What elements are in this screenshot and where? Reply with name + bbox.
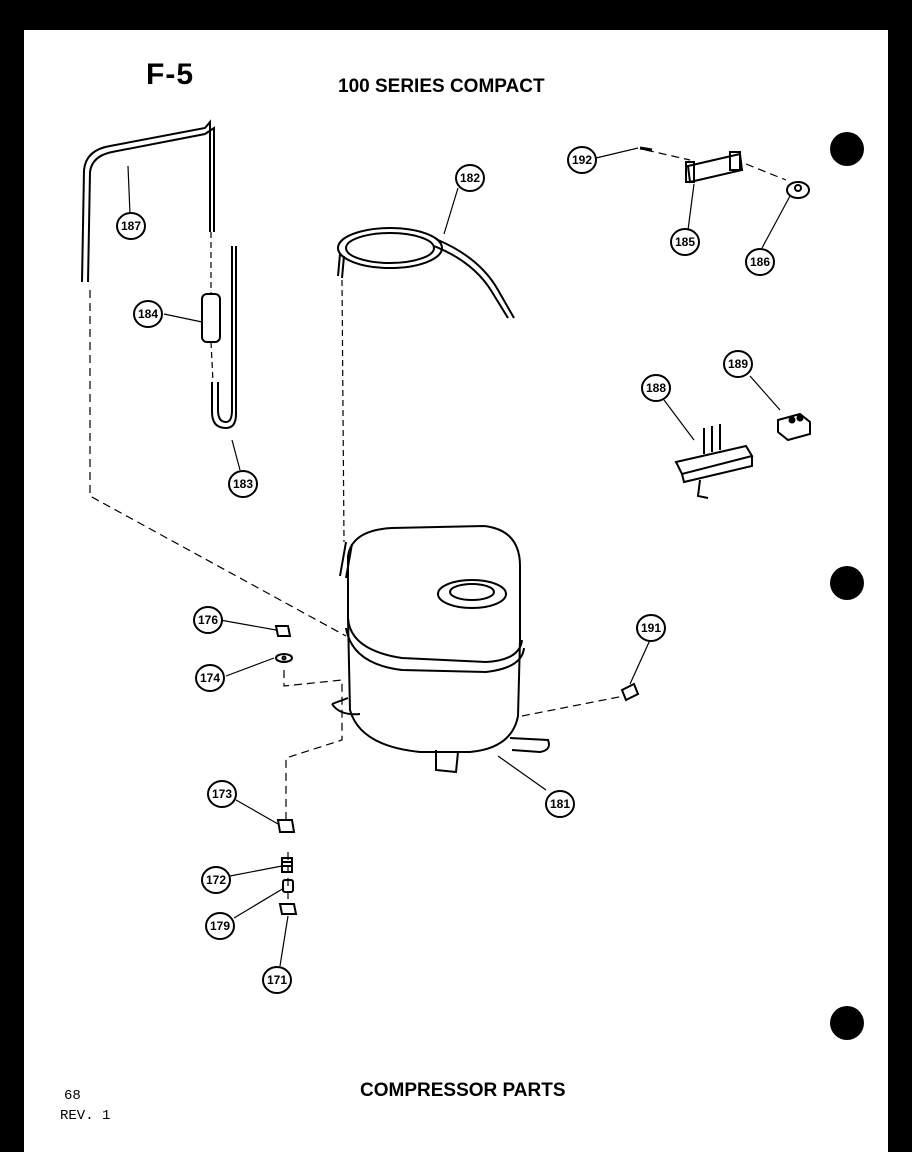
parts-diagram-page xyxy=(24,30,888,1152)
callout-leaders xyxy=(127,147,791,967)
callout-188: 188 xyxy=(641,374,671,402)
callout-186: 186 xyxy=(745,248,775,276)
callout-bubble xyxy=(745,248,775,276)
callout-bubble xyxy=(205,912,235,940)
figure-id: F-5 xyxy=(146,58,194,91)
callout-189: 189 xyxy=(723,350,753,378)
u-tube-183-drawing xyxy=(210,246,237,430)
clip-191-drawing xyxy=(620,682,640,702)
bracket-185-drawing xyxy=(685,151,744,184)
callout-174: 174 xyxy=(195,664,225,692)
page-number: 68 xyxy=(64,1088,81,1104)
callout-bubble xyxy=(133,300,163,328)
callout-number: 172 xyxy=(206,873,226,887)
callout-172: 172 xyxy=(201,866,231,894)
callout-bubble xyxy=(116,212,146,240)
callout-number: 191 xyxy=(641,621,661,635)
screw-192-drawing xyxy=(639,146,653,152)
callout-number: 189 xyxy=(728,357,748,371)
callout-bubble xyxy=(636,614,666,642)
callout-bubble xyxy=(195,664,225,692)
callout-179: 179 xyxy=(205,912,235,940)
terminal-block-188-drawing xyxy=(674,424,754,499)
callout-181: 181 xyxy=(545,790,575,818)
callout-number: 192 xyxy=(572,153,592,167)
callout-number: 179 xyxy=(210,919,230,933)
coil-tube-182-drawing xyxy=(337,227,515,543)
binder-hole-bottom xyxy=(830,1006,864,1040)
callout-171: 171 xyxy=(262,966,292,994)
callout-number: 171 xyxy=(267,973,287,987)
callout-number: 182 xyxy=(460,171,480,185)
callout-bubble xyxy=(207,780,237,808)
callout-bubble xyxy=(723,350,753,378)
revision-label: REV. 1 xyxy=(60,1108,111,1124)
callout-number: 174 xyxy=(200,671,220,685)
callout-185: 185 xyxy=(670,228,700,256)
callout-bubble xyxy=(455,164,485,192)
callout-bubble xyxy=(670,228,700,256)
drier-184-drawing xyxy=(201,232,221,343)
relay-189-drawing xyxy=(777,412,811,442)
callout-number: 188 xyxy=(646,381,666,395)
callout-192: 192 xyxy=(567,146,597,174)
callout-176: 176 xyxy=(193,606,223,634)
compressor-181-drawing xyxy=(331,524,550,774)
callout-number: 187 xyxy=(121,219,141,233)
assembly-lines xyxy=(89,149,787,900)
callout-bubble xyxy=(228,470,258,498)
callout-183: 183 xyxy=(228,470,258,498)
callout-173: 173 xyxy=(207,780,237,808)
callout-bubble xyxy=(545,790,575,818)
tube-187-drawing xyxy=(81,119,215,283)
callout-bubble xyxy=(641,374,671,402)
page-title: 100 SERIES COMPACT xyxy=(338,76,545,97)
hardware-stack-drawing xyxy=(274,625,298,915)
section-title: COMPRESSOR PARTS xyxy=(360,1080,566,1101)
part-callouts: 171 172 173 174 176 179 181 182 183 184 185 186 187 1… xyxy=(116,146,775,994)
callout-number: 183 xyxy=(233,477,253,491)
binder-hole-middle xyxy=(830,566,864,600)
callout-bubble xyxy=(193,606,223,634)
callout-191: 191 xyxy=(636,614,666,642)
callout-bubble xyxy=(201,866,231,894)
binder-hole-top xyxy=(830,132,864,166)
clamp-186-drawing xyxy=(786,181,810,199)
callout-number: 186 xyxy=(750,255,770,269)
callout-number: 176 xyxy=(198,613,218,627)
callout-bubble xyxy=(567,146,597,174)
callout-184: 184 xyxy=(133,300,163,328)
callout-number: 184 xyxy=(138,307,158,321)
callout-number: 181 xyxy=(550,797,570,811)
callout-182: 182 xyxy=(455,164,485,192)
callout-number: 185 xyxy=(675,235,695,249)
callout-187: 187 xyxy=(116,212,146,240)
callout-bubble xyxy=(262,966,292,994)
callout-number: 173 xyxy=(212,787,232,801)
